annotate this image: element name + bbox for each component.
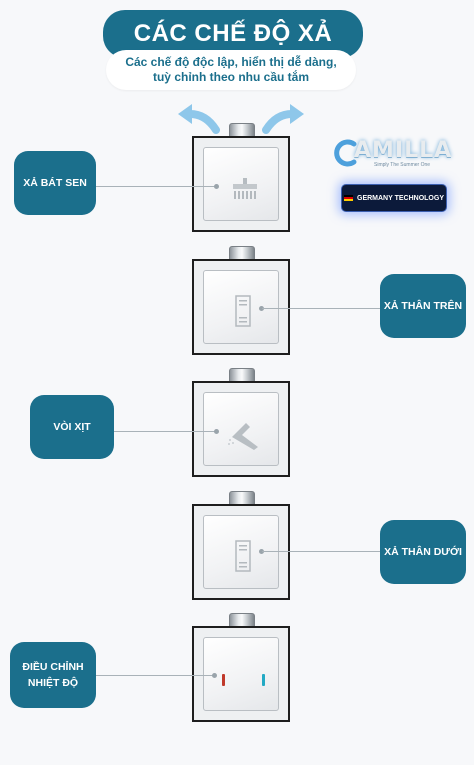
hand-spray-icon <box>228 423 258 450</box>
brand-logo-text: AMILLA <box>354 138 453 163</box>
mode-panel-hand-spray[interactable] <box>192 381 290 477</box>
connector-dot <box>214 184 219 189</box>
connector-dot <box>212 673 217 678</box>
connector-line <box>114 431 216 432</box>
badge-text: GERMANY TECHNOLOGY <box>357 194 444 202</box>
page-title-text: CÁC CHẾ ĐỘ XẢ <box>133 20 333 47</box>
subtitle-line-2: tuỳ chỉnh theo nhu cầu tắm <box>152 70 309 84</box>
label-temperature-mode: ĐIỀU CHỈNH NHIỆT ĐỘ <box>10 642 96 708</box>
label-shower-mode: XẢ BÁT SEN <box>14 151 96 215</box>
germany-flag-icon <box>344 195 353 201</box>
rotate-left-arrow-icon <box>178 104 220 134</box>
label-lower-body-mode: XẢ THÂN DƯỚI <box>380 520 466 584</box>
hot-indicator-icon <box>222 674 225 686</box>
mode-panel-lower-body[interactable] <box>192 504 290 600</box>
page-subtitle: Các chế độ độc lập, hiển thị dễ dàng, tu… <box>106 50 356 90</box>
connector-line <box>96 675 214 676</box>
connector-line <box>96 186 216 187</box>
cold-indicator-icon <box>262 674 265 686</box>
connector-line <box>262 308 380 309</box>
connector-dot <box>259 306 264 311</box>
body-spray-icon <box>235 540 251 572</box>
connector-dot <box>259 549 264 554</box>
brand-tagline: Simply The Summer One <box>374 162 431 168</box>
connector-line <box>262 551 380 552</box>
camilla-c-icon <box>334 139 357 167</box>
subtitle-line-1: Các chế độ độc lập, hiển thị dễ dàng, <box>125 55 337 69</box>
label-hand-spray-mode: VÒI XỊT <box>30 395 114 459</box>
germany-technology-badge: GERMANY TECHNOLOGY <box>341 184 447 212</box>
mode-panel-temperature[interactable] <box>192 626 290 722</box>
shower-head-icon <box>233 178 257 199</box>
body-spray-icon <box>235 295 251 327</box>
mode-panel-shower[interactable] <box>192 136 290 232</box>
brand-logo: AMILLA Simply The Summer One <box>334 135 451 171</box>
label-upper-body-mode: XẢ THÂN TRÊN <box>380 274 466 338</box>
mode-panel-upper-body[interactable] <box>192 259 290 355</box>
rotate-right-arrow-icon <box>262 104 304 134</box>
connector-dot <box>214 429 219 434</box>
